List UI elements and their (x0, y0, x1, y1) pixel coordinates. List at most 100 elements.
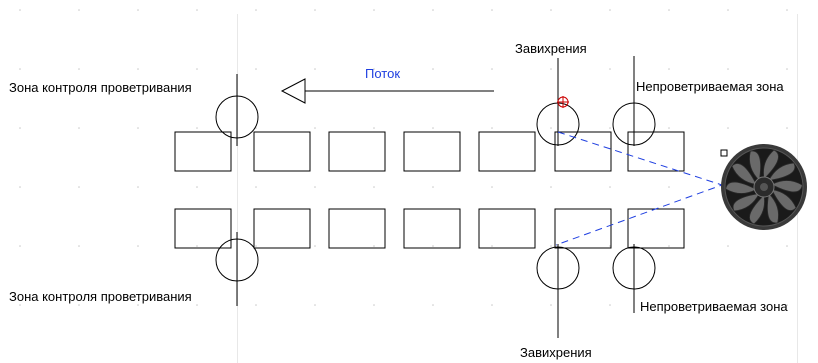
grid-dot (314, 304, 316, 306)
grid-dot (668, 186, 670, 188)
rack-box[interactable] (478, 131, 536, 172)
control-zone-top-label: Зона контроля проветривания (9, 80, 192, 95)
rack-box[interactable] (174, 131, 232, 172)
grid-dots (19, 9, 788, 306)
grid-dot (255, 245, 257, 247)
grid-dot (373, 9, 375, 11)
rack-box[interactable] (627, 131, 685, 172)
grid-dot (196, 245, 198, 247)
grid-dot (786, 9, 788, 11)
grid-dot (373, 245, 375, 247)
grid-dot (491, 9, 493, 11)
grid-dot (137, 186, 139, 188)
upper-rack-row (174, 131, 685, 172)
grid-dot (727, 127, 729, 129)
grid-dot (255, 9, 257, 11)
grid-dot (78, 68, 80, 70)
grid-dot (609, 127, 611, 129)
rack-box[interactable] (253, 131, 311, 172)
grid-dot (432, 68, 434, 70)
grid-dot (550, 186, 552, 188)
grid-dot (609, 9, 611, 11)
grid-dot (314, 127, 316, 129)
fan-icon[interactable] (721, 144, 807, 230)
rack-box[interactable] (403, 208, 461, 249)
grid-dot (786, 68, 788, 70)
grid-dot (727, 9, 729, 11)
rack-box[interactable] (403, 131, 461, 172)
grid-dot (668, 127, 670, 129)
control-zone-bottom-label: Зона контроля проветривания (9, 289, 192, 304)
selection-handle-icon[interactable] (720, 149, 728, 157)
grid-dot (550, 245, 552, 247)
grid-dot (196, 127, 198, 129)
control-zone-top-marker[interactable] (215, 74, 259, 146)
grid-dot (550, 9, 552, 11)
grid-dot (668, 68, 670, 70)
grid-dot (78, 9, 80, 11)
grid-dot (550, 304, 552, 306)
grid-dot (668, 245, 670, 247)
rack-box[interactable] (253, 208, 311, 249)
grid-dot (609, 68, 611, 70)
grid-dot (373, 127, 375, 129)
dead-zone-bottom-label: Непроветриваемая зона (640, 299, 788, 314)
rack-box[interactable] (328, 131, 386, 172)
control-zone-bottom-marker[interactable] (215, 232, 259, 306)
grid-dot (314, 245, 316, 247)
rack-box[interactable] (478, 208, 536, 249)
grid-dot (314, 186, 316, 188)
frame-line-left (237, 14, 238, 363)
dead-zone-top-marker[interactable] (612, 56, 656, 146)
rack-box[interactable] (554, 208, 612, 249)
grid-dot (786, 245, 788, 247)
rack-box[interactable] (627, 208, 685, 249)
grid-dot (196, 9, 198, 11)
grid-dot (196, 68, 198, 70)
grid-dot (137, 68, 139, 70)
grid-dot (491, 186, 493, 188)
grid-dot (19, 245, 21, 247)
flow-label: Поток (365, 66, 401, 81)
grid-dot (19, 186, 21, 188)
grid-dot (19, 127, 21, 129)
grid-dot (432, 245, 434, 247)
grid-dot (786, 304, 788, 306)
grid-dot (432, 186, 434, 188)
grid-dot (196, 186, 198, 188)
grid-dot (314, 9, 316, 11)
grid-dot (786, 127, 788, 129)
grid-dot (668, 9, 670, 11)
grid-dot (255, 68, 257, 70)
grid-dot (550, 68, 552, 70)
grid-dot (373, 68, 375, 70)
grid-dot (432, 304, 434, 306)
grid-dot (137, 127, 139, 129)
grid-dot (432, 127, 434, 129)
grid-dot (314, 68, 316, 70)
grid-dot (373, 304, 375, 306)
vortex-bottom-marker[interactable] (536, 244, 580, 338)
arrow-left-icon (280, 78, 494, 104)
grid-dot (550, 127, 552, 129)
grid-dot (78, 245, 80, 247)
grid-dot (491, 304, 493, 306)
lower-rack-row (174, 208, 685, 249)
rack-box[interactable] (174, 208, 232, 249)
grid-dot (19, 68, 21, 70)
crosshair-marker-icon[interactable] (557, 96, 569, 108)
rack-box[interactable] (554, 131, 612, 172)
grid-dot (137, 304, 139, 306)
grid-dot (78, 127, 80, 129)
grid-dot (137, 9, 139, 11)
grid-dot (255, 186, 257, 188)
grid-dot (609, 304, 611, 306)
airflow-dashed-path (555, 131, 724, 246)
grid-dot (78, 304, 80, 306)
grid-dot (491, 68, 493, 70)
rack-box[interactable] (328, 208, 386, 249)
grid-dot (19, 9, 21, 11)
grid-dot (137, 245, 139, 247)
dead-zone-bottom-marker[interactable] (612, 244, 656, 313)
